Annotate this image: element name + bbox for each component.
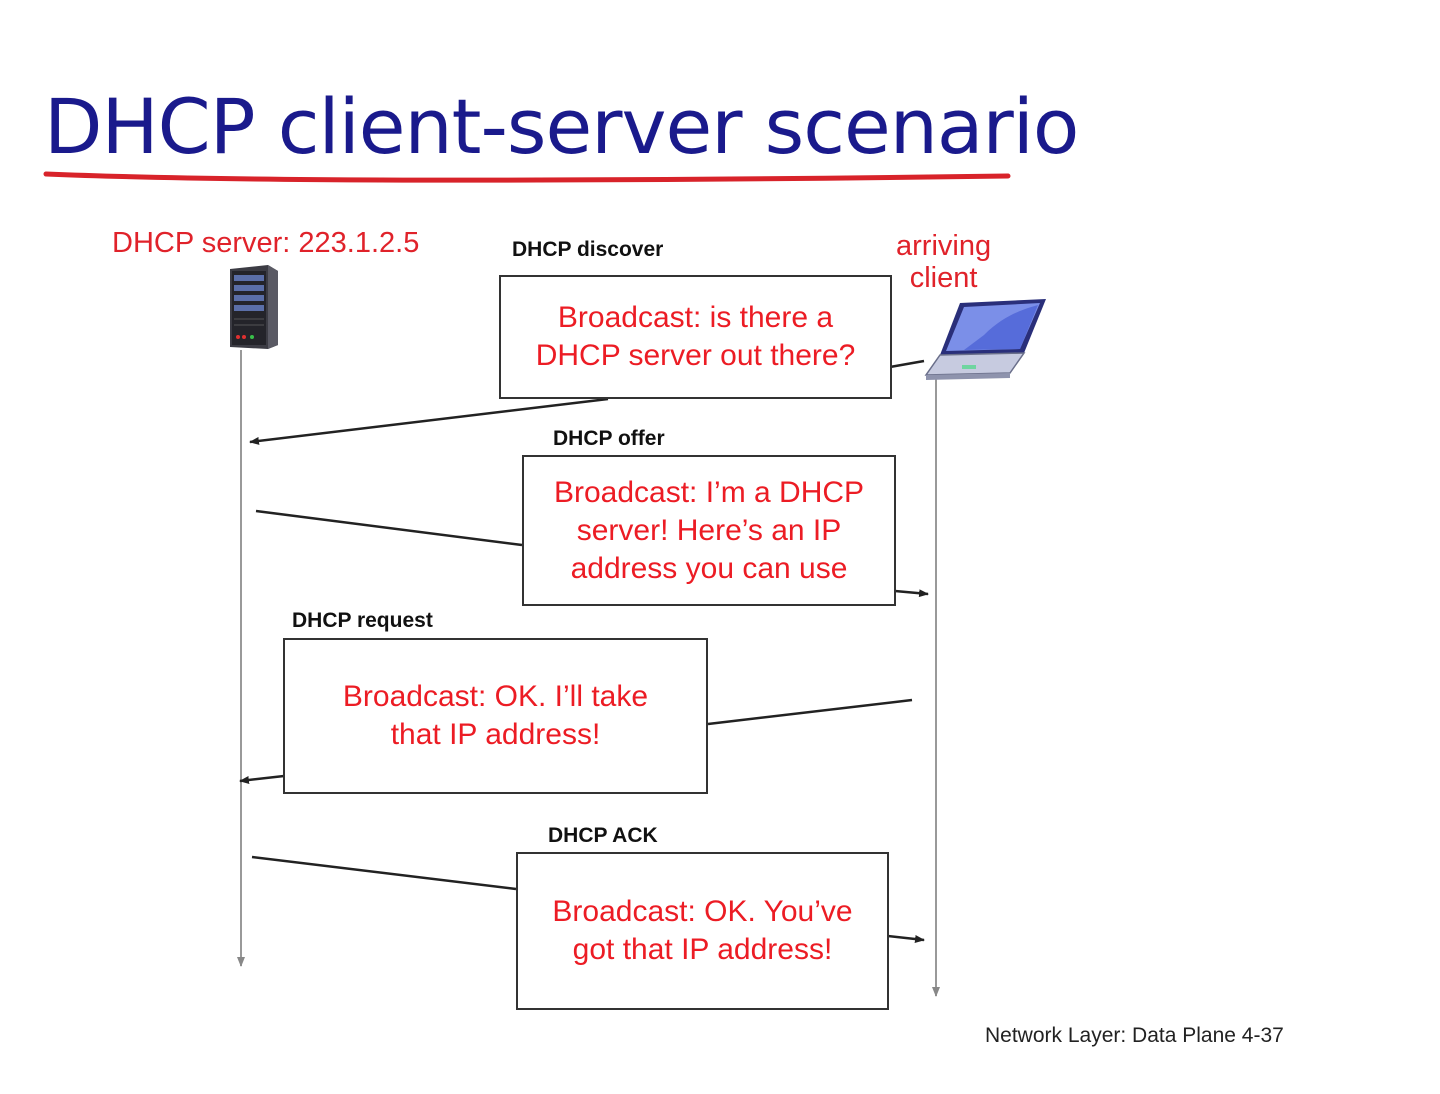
msg-ack-box: Broadcast: OK. You’ve got that IP addres… (516, 852, 889, 1010)
msg-request-text: Broadcast: OK. I’ll take that IP address… (342, 680, 649, 751)
msg-ack-name: DHCP ACK (548, 824, 658, 847)
msg-request-box: Broadcast: OK. I’ll take that IP address… (283, 638, 708, 794)
title-underline (43, 171, 1011, 183)
discover-arrow-a (889, 359, 925, 369)
msg-offer-text: Broadcast: I’m a DHCP server! Here’s an … (553, 475, 865, 585)
server-icon (230, 265, 278, 349)
request-arrow-b (239, 774, 285, 784)
server-label: DHCP server: 223.1.2.5 (112, 227, 420, 259)
client-label: arriving client (896, 230, 992, 294)
offer-arrow-b (894, 589, 929, 598)
msg-discover-text: Broadcast: is there a DHCP server out th… (535, 301, 856, 372)
msg-request-name: DHCP request (292, 609, 433, 632)
msg-ack-text: Broadcast: OK. You’ve got that IP addres… (552, 895, 853, 966)
laptop-icon (924, 299, 1046, 380)
slide-title: DHCP client-server scenario (44, 82, 1079, 171)
discover-arrow-b (249, 397, 609, 445)
slide-footer: Network Layer: Data Plane 4-37 (985, 1024, 1284, 1047)
request-arrow-a (707, 698, 913, 726)
msg-discover-name: DHCP discover (512, 238, 664, 261)
msg-offer-name: DHCP offer (553, 427, 665, 450)
msg-discover-box: Broadcast: is there a DHCP server out th… (499, 275, 892, 399)
offer-arrow-a (255, 509, 523, 547)
ack-arrow-b (887, 934, 925, 943)
ack-arrow-a (251, 855, 517, 891)
msg-offer-box: Broadcast: I’m a DHCP server! Here’s an … (522, 455, 896, 606)
